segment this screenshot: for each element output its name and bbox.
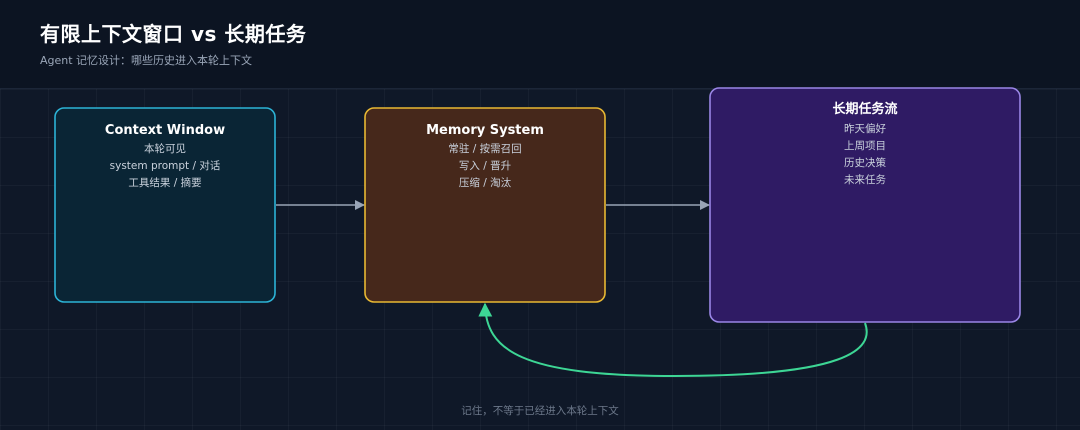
- node-context-window-line-2: system prompt / 对话: [110, 159, 221, 172]
- node-context-window-title: Context Window: [105, 123, 225, 138]
- node-context-window-line-1: 本轮可见: [144, 142, 186, 155]
- node-long-term-tasks-line-4: 未来任务: [844, 173, 886, 186]
- node-long-term-tasks-box: [709, 87, 1021, 323]
- node-memory-system: Memory System 常驻 / 按需召回 写入 / 晋升 压缩 / 淘汰: [364, 107, 606, 303]
- node-memory-system-box: [364, 107, 606, 303]
- node-memory-system-line-2: 写入 / 晋升: [459, 160, 511, 172]
- node-memory-system-line-1: 常驻 / 按需召回: [448, 142, 521, 155]
- header: 有限上下文窗口 vs 长期任务 Agent 记忆设计：哪些历史进入本轮上下文: [0, 0, 1080, 89]
- node-long-term-tasks-line-1: 昨天偏好: [844, 122, 886, 135]
- node-long-term-tasks: 长期任务流 昨天偏好 上周项目 历史决策 未来任务: [709, 87, 1021, 323]
- node-context-window-line-3: 工具结果 / 摘要: [128, 176, 201, 189]
- footer-note: 记住，不等于已经进入本轮上下文: [461, 405, 619, 417]
- arrow-longterm-to-memory-recall: [478, 302, 868, 378]
- node-long-term-tasks-title: 长期任务流: [832, 101, 897, 117]
- node-memory-system-line-3: 压缩 / 淘汰: [459, 176, 512, 189]
- node-long-term-tasks-line-2: 上周项目: [844, 140, 886, 152]
- page-subtitle: Agent 记忆设计：哪些历史进入本轮上下文: [40, 54, 253, 67]
- node-long-term-tasks-line-3: 历史决策: [844, 156, 886, 169]
- node-memory-system-title: Memory System: [426, 123, 544, 138]
- node-context-window-box: [54, 107, 276, 303]
- node-context-window: Context Window 本轮可见 system prompt / 对话 工…: [54, 107, 276, 303]
- page-title: 有限上下文窗口 vs 长期任务: [40, 22, 307, 46]
